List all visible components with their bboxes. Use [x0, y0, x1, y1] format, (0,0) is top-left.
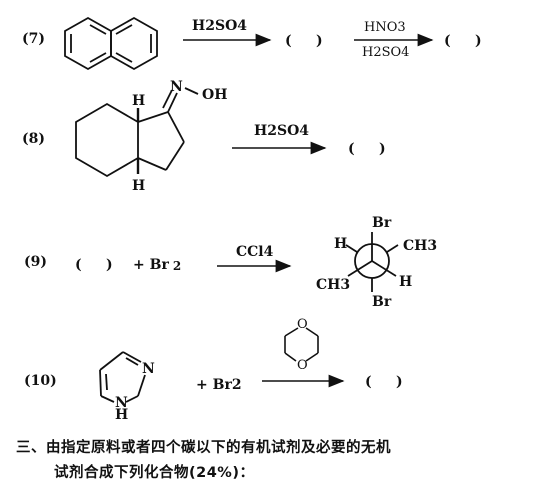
section-three-instructions: 三、由指定原料或者四个碳以下的有机试剂及必要的无机 试剂合成下列化合物(24%)…	[16, 436, 526, 486]
dioxane-o-top: O	[297, 317, 308, 332]
plus-br2-10: + Br2	[196, 377, 242, 393]
newman-upper-left-h: H	[334, 236, 347, 252]
answer-blank-7a: ( )	[285, 33, 323, 49]
imidazole-nh-h: H	[115, 407, 128, 423]
reagent-ccl4: CCl4	[236, 244, 274, 260]
problem-8: (8) H H N OH H2SO4 ( )	[22, 79, 386, 194]
instruction-line-1: 三、由指定原料或者四个碳以下的有机试剂及必要的无机	[16, 440, 391, 456]
problem-10: (10) N N H + Br2 O O ( )	[24, 317, 403, 423]
h-bottom-8: H	[132, 178, 145, 194]
reagent-h2so4-7b: H2SO4	[362, 45, 409, 60]
newman-lower-right-h: H	[399, 274, 412, 290]
problem-7: (7) H2SO4 ( ) HNO3 H2SO4 ( )	[22, 16, 482, 71]
imidazole-structure	[99, 351, 146, 403]
problem-7-number: (7)	[22, 31, 45, 47]
h-top-8: H	[132, 93, 145, 109]
answer-blank-8: ( )	[348, 141, 386, 157]
reaction-schemes: (7) H2SO4 ( ) HNO3 H2SO4 ( ) (8)	[22, 16, 482, 423]
answer-blank-7b: ( )	[444, 33, 482, 49]
bicyclic-oxime-structure	[75, 87, 199, 178]
reagent-h2so4-7: H2SO4	[192, 18, 247, 34]
newman-top-br: Br	[372, 215, 392, 231]
reactant-blank-9: ( )	[75, 257, 113, 273]
newman-bottom-br: Br	[372, 294, 392, 310]
instruction-line-2: 试剂合成下列化合物(24%)：	[54, 465, 255, 481]
newman-projection	[345, 232, 399, 292]
reagent-hno3: HNO3	[364, 20, 406, 35]
problem-8-number: (8)	[22, 131, 45, 147]
answer-blank-10: ( )	[365, 374, 403, 390]
imidazole-nh-n: N	[115, 395, 128, 411]
n-label-8: N	[170, 79, 183, 95]
newman-lower-left-ch3: CH3	[316, 277, 350, 293]
reagent-h2so4-8: H2SO4	[254, 123, 309, 139]
dioxane-o-bottom: O	[297, 358, 308, 373]
problem-9-number: (9)	[24, 254, 47, 270]
oh-label-8: OH	[202, 87, 227, 103]
problem-10-number: (10)	[24, 373, 57, 389]
newman-upper-right-ch3: CH3	[403, 238, 437, 254]
imidazole-n: N	[142, 361, 155, 377]
dioxane-reagent-structure	[284, 327, 319, 362]
naphthalene-structure	[64, 16, 158, 71]
